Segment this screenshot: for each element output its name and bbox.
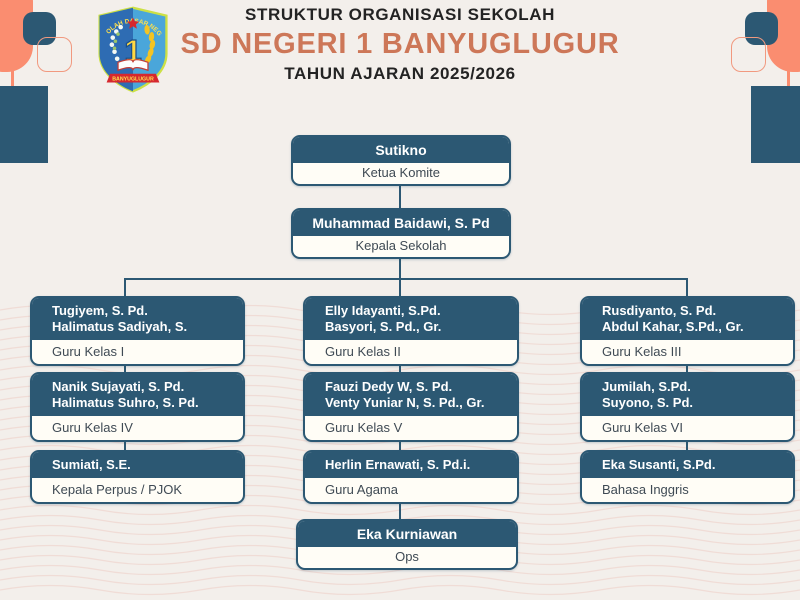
logo-star-icon (126, 17, 140, 29)
staff-name: Fauzi Dedy W, S. Pd. (325, 379, 453, 394)
org-node-ketua-komite: Sutikno Ketua Komite (291, 135, 511, 186)
logo-shield-left-half (99, 7, 133, 92)
org-node-ops: Eka Kurniawan Ops (296, 519, 518, 570)
staff-role: Guru Agama (325, 482, 398, 497)
org-node-guru-kelas-4: Nanik Sujayati, S. Pd. Halimatus Suhro, … (30, 372, 245, 442)
staff-role: Guru Kelas III (602, 344, 682, 359)
org-node-guru-kelas-6: Jumilah, S.Pd. Suyono, S. Pd. Guru Kelas… (580, 372, 795, 442)
staff-name: Halimatus Sadiyah, S. (52, 319, 188, 334)
staff-name: Muhammad Baidawi, S. Pd (293, 210, 509, 236)
staff-role: Guru Kelas I (52, 344, 125, 359)
staff-name: Suyono, S. Pd. (602, 395, 694, 410)
staff-role: Guru Kelas VI (602, 420, 683, 435)
connector-line (399, 184, 401, 208)
header-year: TAHUN AJARAN 2025/2026 (284, 64, 516, 83)
staff-role: Ops (395, 549, 419, 564)
logo-banner (106, 73, 160, 83)
staff-name: Jumilah, S.Pd. (602, 379, 691, 394)
org-node-guru-kelas-5: Fauzi Dedy W, S. Pd. Venty Yuniar N, S. … (303, 372, 519, 442)
connector-line (399, 278, 401, 296)
staff-name: Eka Kurniawan (298, 521, 516, 547)
logo-book-icon (117, 59, 149, 72)
logo-banner-text: BANYUGLUGUR (112, 76, 154, 82)
staff-role: Guru Kelas II (325, 344, 401, 359)
staff-name: Elly Idayanti, S.Pd. (325, 303, 441, 318)
decor-blue-rect-left (0, 86, 48, 163)
staff-role: Bahasa Inggris (602, 482, 689, 497)
staff-role: Kepala Perpus / PJOK (52, 482, 183, 497)
staff-name: Rusdiyanto, S. Pd. (602, 303, 717, 318)
connector-line (124, 278, 126, 296)
decor-outline-square-top-right (731, 37, 766, 72)
connector-line (124, 278, 688, 280)
connector-line (399, 256, 401, 278)
decor-blue-rect-right (751, 86, 800, 163)
connector-line (686, 278, 688, 296)
decor-outline-square-top-left (37, 37, 72, 72)
staff-name: Venty Yuniar N, S. Pd., Gr. (325, 395, 485, 410)
staff-name: Eka Susanti, S.Pd. (602, 457, 716, 472)
staff-name: Sumiati, S.E. (52, 457, 131, 472)
header: STRUKTUR ORGANISASI SEKOLAH SD NEGERI 1 … (0, 0, 800, 84)
decor-coral-stem-right (787, 70, 790, 87)
org-node-guru-kelas-2: Elly Idayanti, S.Pd. Basyori, S. Pd., Gr… (303, 296, 519, 366)
header-subtitle: STRUKTUR ORGANISASI SEKOLAH (245, 5, 555, 24)
logo-garland (109, 24, 123, 62)
staff-name: Sutikno (293, 137, 509, 163)
logo-wheat (144, 24, 156, 65)
staff-role: Guru Kelas V (325, 420, 403, 435)
staff-role: Kepala Sekolah (355, 238, 447, 253)
org-node-guru-agama: Herlin Ernawati, S. Pd.i. Guru Agama (303, 450, 519, 504)
staff-name: Basyori, S. Pd., Gr. (325, 319, 442, 334)
staff-role: Ketua Komite (361, 165, 441, 180)
staff-name: Tugiyem, S. Pd. (52, 303, 148, 318)
staff-name: Herlin Ernawati, S. Pd.i. (325, 457, 471, 472)
org-node-guru-kelas-3: Rusdiyanto, S. Pd. Abdul Kahar, S.Pd., G… (580, 296, 795, 366)
org-node-kepala-perpus-pjok: Sumiati, S.E. Kepala Perpus / PJOK (30, 450, 245, 504)
page-title: SD NEGERI 1 BANYUGLUGUR (180, 28, 620, 60)
school-logo-icon: SEKOLAH DASAR NEGERI 1 BANYUGLUGUR (87, 6, 168, 93)
org-node-guru-kelas-1: Tugiyem, S. Pd. Halimatus Sadiyah, S. Gu… (30, 296, 245, 366)
decor-coral-stem-left (11, 70, 14, 87)
staff-name: Abdul Kahar, S.Pd., Gr. (602, 319, 744, 334)
staff-name: Halimatus Suhro, S. Pd. (52, 395, 199, 410)
org-node-kepala-sekolah: Muhammad Baidawi, S. Pd Kepala Sekolah (291, 208, 511, 259)
org-node-bahasa-inggris: Eka Susanti, S.Pd. Bahasa Inggris (580, 450, 795, 504)
staff-name: Nanik Sujayati, S. Pd. (52, 379, 185, 394)
staff-role: Guru Kelas IV (52, 420, 133, 435)
